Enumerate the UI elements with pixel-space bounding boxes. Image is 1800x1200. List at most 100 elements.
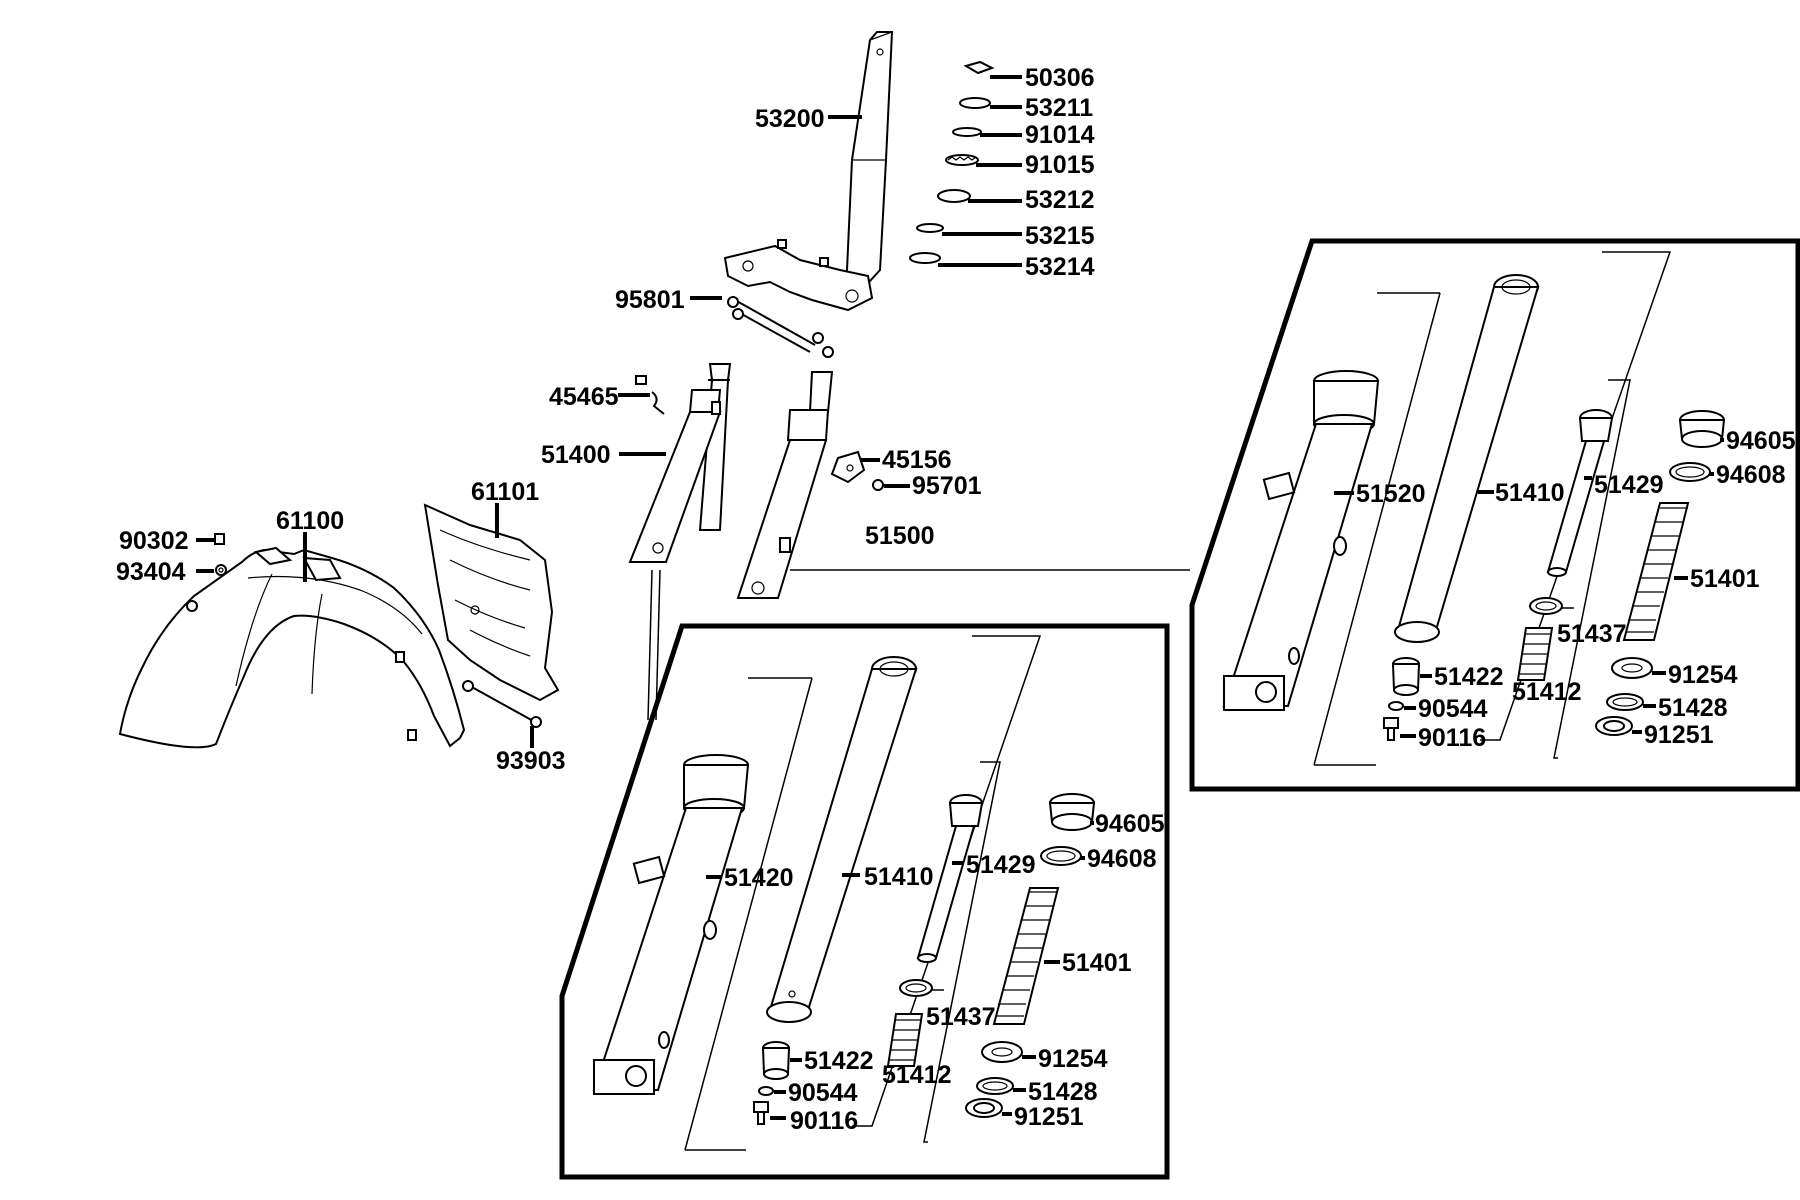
label-94605-left: 94605	[1095, 810, 1165, 838]
label-53212: 53212	[1025, 186, 1095, 214]
inner-fender-part	[423, 503, 560, 702]
left-fork-detail-group: 51420 51410 51429 94605	[559, 623, 1170, 1180]
label-61101: 61101	[471, 478, 539, 506]
front-fender-part	[118, 546, 466, 749]
label-50306: 50306	[1025, 64, 1095, 92]
inner-tube-part	[766, 656, 918, 1023]
label-51400: 51400	[541, 441, 611, 469]
label-51401-right: 51401	[1690, 565, 1760, 593]
label-51412-left: 51412	[882, 1061, 952, 1089]
copper-washer-part	[1388, 701, 1404, 711]
label-51437-right: 51437	[1557, 620, 1627, 648]
label-51410-left: 51410	[864, 863, 934, 891]
lower-slider-part	[1222, 370, 1380, 711]
oil-lock-piece-part	[761, 1041, 791, 1080]
label-91014: 91014	[1025, 121, 1095, 149]
fork-spring-part	[992, 887, 1060, 1025]
fender-screw-part	[462, 680, 542, 728]
label-51520-right: 51520	[1356, 480, 1426, 508]
lower-slider-part	[592, 754, 750, 1095]
fender-clip-icon	[395, 651, 405, 663]
washer-ring-part	[1606, 693, 1644, 711]
triple-clamp-part	[723, 239, 874, 312]
steering-stem-group: 53200 50306 53211 91014 91015 53212	[615, 31, 1095, 358]
o-ring-part	[952, 127, 1022, 137]
copper-washer-part	[758, 1086, 774, 1096]
clamp-bolts-part	[727, 296, 834, 358]
fender-washer-icon	[186, 600, 198, 612]
speed-sensor-bracket-part	[830, 450, 866, 484]
label-51422-left: 51422	[804, 1047, 874, 1075]
label-94608-right: 94608	[1716, 461, 1786, 489]
label-53215: 53215	[1025, 222, 1095, 250]
right-fork-leg-part	[736, 371, 834, 599]
label-90116-right: 90116	[1418, 724, 1486, 752]
label-51428-left: 51428	[1028, 1078, 1098, 1106]
damper-rod-part	[916, 794, 984, 963]
stem-nut-part	[963, 60, 1022, 79]
piston-ring-part	[899, 979, 933, 997]
label-51437-left: 51437	[926, 1003, 996, 1031]
label-51428-right: 51428	[1658, 694, 1728, 722]
label-51420-left: 51420	[724, 864, 794, 892]
assembled-fork-group: 45465 51400 45156 95701 51500	[541, 363, 1190, 721]
label-91254-left: 91254	[1038, 1045, 1108, 1073]
label-53211: 53211	[1025, 94, 1093, 122]
bearing-balls-part	[945, 154, 1022, 167]
label-45465: 45465	[549, 383, 619, 411]
steering-stem-part	[844, 31, 894, 293]
label-51500: 51500	[865, 522, 935, 550]
label-91254-right: 91254	[1668, 661, 1738, 689]
inner-tube-part	[1394, 274, 1540, 643]
label-51429-right: 51429	[1594, 471, 1664, 499]
left-fork-leg-part	[628, 363, 732, 563]
spring-seat-part	[981, 1041, 1023, 1063]
label-51412-right: 51412	[1512, 678, 1582, 706]
label-91015: 91015	[1025, 151, 1095, 179]
label-51401-left: 51401	[1062, 949, 1132, 977]
front-fender-group: 61101 93903 61100 90302 93404	[116, 478, 566, 775]
bearing-part	[1595, 716, 1633, 736]
label-93404: 93404	[116, 558, 186, 586]
socket-bolt-part	[1383, 717, 1399, 741]
lock-washer-part	[959, 97, 1022, 109]
label-51410-right: 51410	[1495, 479, 1565, 507]
label-91251-right: 91251	[1644, 721, 1714, 749]
label-53200: 53200	[755, 105, 825, 133]
speed-nut-part	[214, 533, 225, 545]
washer-ring-part	[976, 1077, 1014, 1095]
bearing-part	[965, 1098, 1003, 1118]
label-95701: 95701	[912, 472, 982, 500]
label-95801: 95801	[615, 286, 685, 314]
label-93903: 93903	[496, 747, 566, 775]
label-91251-left: 91251	[1014, 1103, 1084, 1131]
label-94608-left: 94608	[1087, 845, 1157, 873]
dust-seal-part	[916, 223, 1022, 236]
spring-seat-part	[1611, 657, 1653, 679]
label-45156: 45156	[882, 446, 952, 474]
label-53214: 53214	[1025, 253, 1095, 281]
oil-seal-part	[1678, 410, 1726, 448]
label-90544-left: 90544	[788, 1079, 858, 1107]
bearing-race-part	[937, 189, 1022, 203]
bottom-race-part	[909, 252, 1022, 267]
retaining-clip-part	[1669, 462, 1711, 482]
bracket-bolt-part	[872, 479, 910, 491]
rebound-spring-part	[1516, 627, 1554, 681]
retaining-clip-part	[1040, 846, 1082, 866]
label-90302: 90302	[119, 527, 189, 555]
label-61100: 61100	[276, 507, 344, 535]
brake-hose-bracket-part	[635, 375, 665, 415]
label-51429-left: 51429	[966, 851, 1036, 879]
piston-ring-part	[1529, 597, 1563, 615]
rebound-spring-part	[886, 1013, 924, 1067]
label-90544-right: 90544	[1418, 695, 1488, 723]
washer-part	[215, 564, 227, 576]
right-fork-detail-group: 51520 51410 51429 94605	[1189, 238, 1800, 792]
oil-lock-piece-part	[1391, 657, 1421, 696]
fork-spring-part	[1622, 502, 1690, 641]
label-90116-left: 90116	[790, 1107, 858, 1135]
label-51422-right: 51422	[1434, 663, 1504, 691]
label-94605-right: 94605	[1726, 427, 1796, 455]
